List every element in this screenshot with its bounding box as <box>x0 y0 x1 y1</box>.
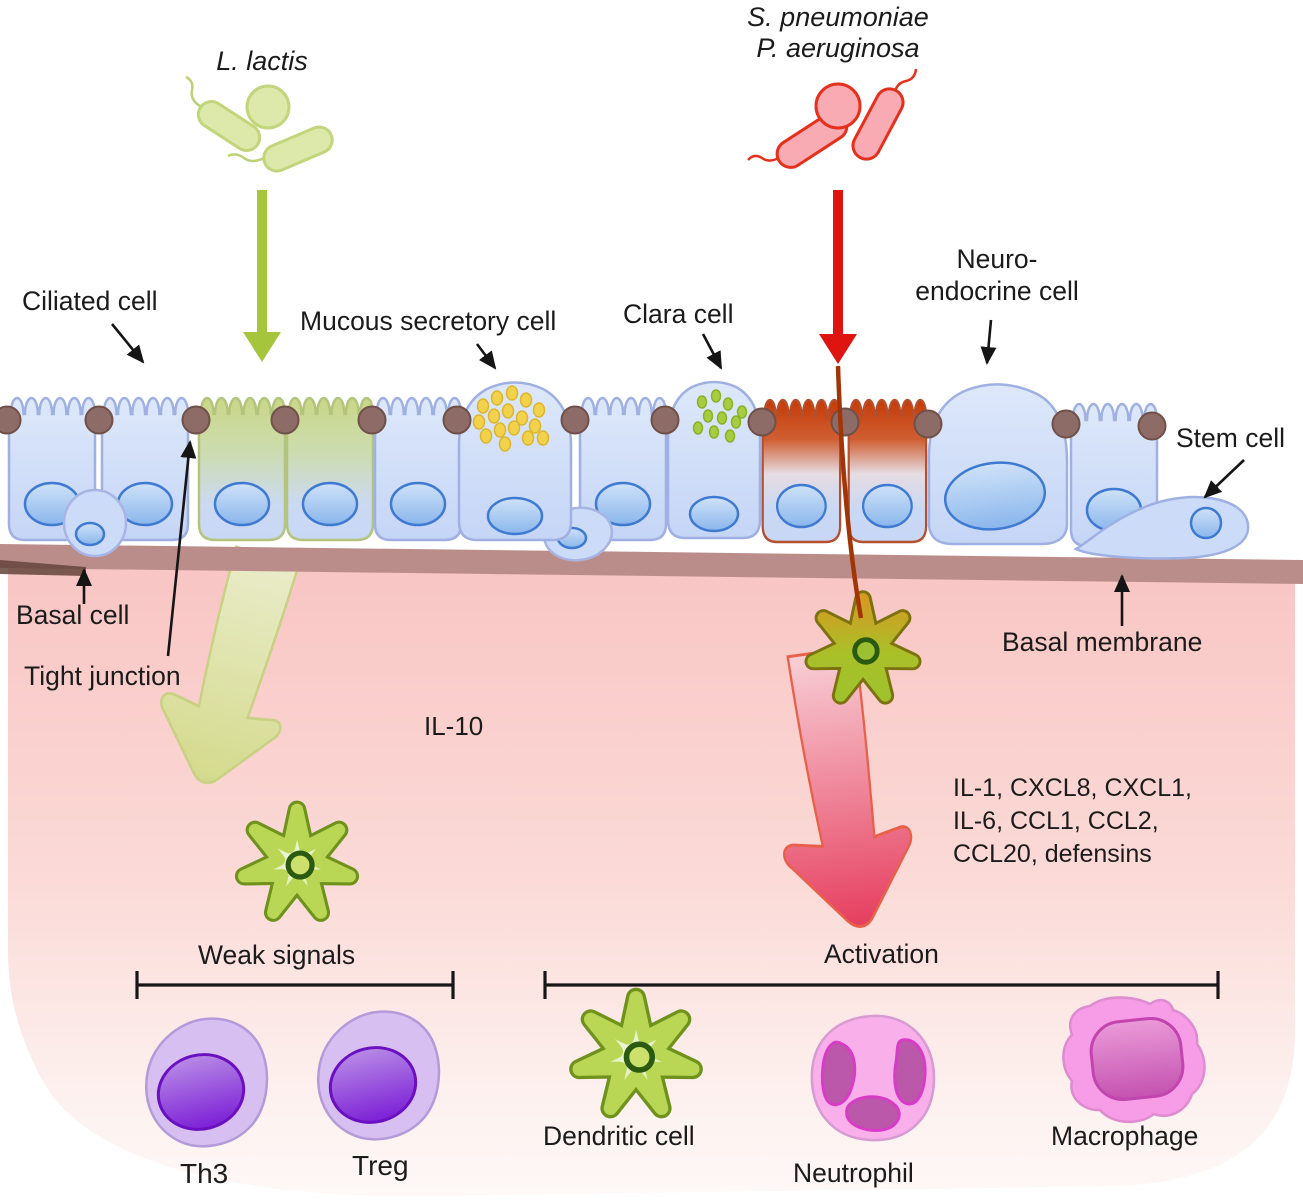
activation-label: Activation <box>824 939 939 969</box>
tight-junction-label: Tight junction <box>24 661 181 691</box>
pathogens-line1: S. pneumoniae <box>747 2 929 32</box>
cytokines-label: IL-1, CXCL8, CXCL1, IL-6, CCL1, CCL2, CC… <box>953 772 1192 871</box>
mucous-secretory-cell-label: Mucous secretory cell <box>300 306 557 336</box>
l-lactis-bacteria <box>185 75 334 173</box>
neuroendocrine-cell <box>927 383 1069 546</box>
label-pointers <box>76 319 1245 657</box>
pathogens-label: S. pneumoniae P. aeruginosa <box>718 2 958 64</box>
submucosa-tissue <box>8 558 1295 1197</box>
macrophage-cell <box>1062 996 1206 1124</box>
basal-cell <box>62 488 128 558</box>
neutrophil-label: Neutrophil <box>793 1158 914 1188</box>
ciliated-cell-label: Ciliated cell <box>22 286 158 316</box>
clara-cell-pointer <box>701 333 723 370</box>
pathogens-line2: P. aeruginosa <box>756 33 920 63</box>
dendritic-cell-label: Dendritic cell <box>543 1121 695 1151</box>
epithelium <box>0 380 1250 562</box>
stem-cell-label: Stem cell <box>1176 423 1285 453</box>
l-lactis-label: L. lactis <box>216 46 308 76</box>
tight-junctions <box>0 405 1167 441</box>
stem-cell <box>1073 495 1250 560</box>
dendritic-cell-activated <box>579 998 693 1109</box>
activation-bracket <box>543 971 1220 999</box>
basal-cell-label: Basal cell <box>16 600 130 630</box>
basal-membrane-label: Basal membrane <box>1002 627 1203 657</box>
tight-junction-pointer <box>166 440 197 657</box>
clara-granules <box>692 389 748 443</box>
mucous-secretory-cell <box>457 381 573 542</box>
th3-label: Th3 <box>180 1158 229 1189</box>
cytokines-line1: IL-1, CXCL8, CXCL1, <box>953 774 1192 802</box>
weak-signals-label: Weak signals <box>198 940 356 970</box>
neuroendocrine-pointer <box>980 319 997 365</box>
treg-label: Treg <box>352 1150 409 1181</box>
neuroendocrine-line1: Neuro- <box>956 244 1038 274</box>
macrophage-label: Macrophage <box>1051 1121 1199 1151</box>
commensal-arrow <box>243 190 281 362</box>
stem-cell-pointer <box>1203 459 1245 499</box>
mucin-granules <box>472 385 550 452</box>
mucous-cell-pointer <box>475 343 497 370</box>
neuroendocrine-cell-label: Neuro- endocrine cell <box>897 243 1097 307</box>
pathogen-arrow <box>819 190 857 364</box>
basal-membrane-band <box>0 544 1303 584</box>
clara-cell <box>666 380 762 540</box>
cytokines-line2: IL-6, CCL1, CCL2, <box>953 807 1159 835</box>
clara-cell-label: Clara cell <box>623 299 734 329</box>
cytokines-line3: CCL20, defensins <box>953 840 1152 868</box>
neuroendocrine-axon <box>835 365 864 619</box>
il10-label: IL-10 <box>424 711 484 741</box>
ciliated-cell-pointer <box>110 323 145 364</box>
weak-signals-bracket <box>135 971 455 999</box>
dendritic-cell-weak <box>244 810 349 913</box>
neuroendocrine-basal-cell <box>813 599 912 696</box>
pathogen-bacteria <box>747 68 918 169</box>
neutrophil-cell <box>810 1014 936 1142</box>
neuroendocrine-line2: endocrine cell <box>915 276 1079 306</box>
